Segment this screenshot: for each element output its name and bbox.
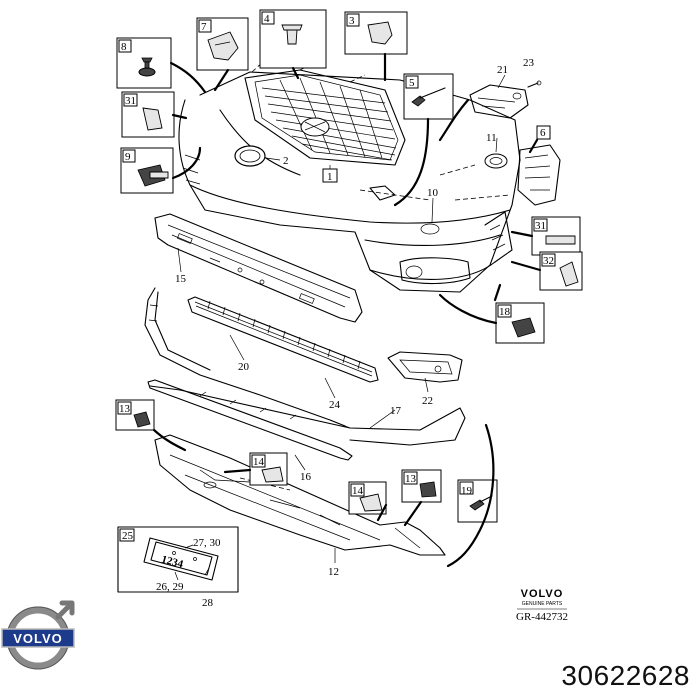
callout-19: 19 (461, 485, 473, 497)
callout-15: 15 (175, 273, 187, 285)
callout-13-right: 13 (405, 473, 417, 485)
callout-31-right: 31 (535, 220, 546, 232)
callout-27-30: 27, 30 (193, 537, 221, 549)
reinforcement-beam (154, 213, 363, 323)
stamp-brand: VOLVO (521, 588, 564, 600)
detail-box-32 (539, 251, 583, 291)
callout-6: 6 (540, 127, 546, 139)
callout-26-29: 26, 29 (156, 581, 184, 593)
genuine-parts-stamp: VOLVO GENUINE PARTS GR-442732 (516, 588, 568, 623)
leader-lines (174, 74, 506, 581)
callout-9: 9 (125, 151, 131, 163)
detail-box-3 (344, 11, 408, 55)
detail-box-13-right (401, 469, 442, 503)
detail-box-6 (536, 125, 551, 140)
callout-13-upper: 13 (119, 403, 131, 415)
callout-24: 24 (329, 399, 341, 411)
callout-28: 28 (202, 597, 214, 609)
callout-2: 2 (283, 155, 289, 167)
callout-20: 20 (238, 361, 250, 373)
stamp-subtitle: GENUINE PARTS (522, 601, 563, 607)
bracket-6 (517, 144, 561, 206)
callout-17: 17 (390, 405, 402, 417)
lower-grille (187, 296, 379, 383)
detail-box-14-right (348, 481, 387, 515)
leader-arrows (152, 52, 542, 568)
callout-4: 4 (264, 13, 270, 25)
detail-box-18 (495, 302, 545, 344)
callout-5: 5 (409, 77, 415, 89)
plate-text: 1234 (160, 553, 185, 570)
detail-box-19 (457, 479, 498, 523)
part-number: 30622628 (561, 660, 690, 691)
clip-23 (527, 80, 542, 88)
callout-18: 18 (499, 306, 511, 318)
callout-14-right: 14 (352, 485, 364, 497)
detail-box-7 (196, 17, 249, 71)
lower-bumper (149, 385, 466, 446)
callout-21: 21 (497, 64, 508, 76)
fog-light-trim (387, 351, 463, 383)
detail-box-31-right (531, 216, 581, 256)
emblem (234, 145, 281, 167)
bracket-21 (469, 84, 529, 119)
detail-box-4 (259, 9, 327, 69)
callout-32: 32 (543, 255, 554, 267)
callout-3: 3 (349, 15, 355, 27)
callout-23: 23 (523, 57, 535, 69)
detail-box-14-left (249, 452, 288, 486)
callout-12: 12 (328, 566, 339, 578)
spoiler-lip (144, 287, 346, 427)
clip-11 (484, 153, 508, 169)
callout-25: 25 (122, 530, 134, 542)
detail-box-13-upper (115, 399, 155, 431)
callout-22: 22 (422, 395, 433, 407)
license-plate-group: 1234 (117, 526, 239, 593)
callout-1: 1 (327, 171, 333, 183)
logo-text: VOLVO (13, 631, 63, 646)
callout-8: 8 (121, 41, 127, 53)
callout-31-left: 31 (125, 95, 136, 107)
detail-box-1 (322, 168, 338, 183)
callout-16: 16 (300, 471, 312, 483)
callout-7: 7 (201, 21, 207, 33)
detail-box-5 (403, 73, 454, 120)
stamp-code: GR-442732 (516, 611, 568, 623)
callout-10: 10 (427, 187, 439, 199)
detail-box-31-left (121, 91, 175, 138)
detail-box-9 (120, 147, 174, 194)
volvo-logo: VOLVO (1, 600, 75, 670)
callout-14-left: 14 (253, 456, 265, 468)
grille (244, 57, 406, 170)
callout-11: 11 (486, 132, 497, 144)
callout-labels: 1 2 3 4 5 6 7 8 9 10 11 12 13 13 14 14 1… (119, 13, 554, 609)
